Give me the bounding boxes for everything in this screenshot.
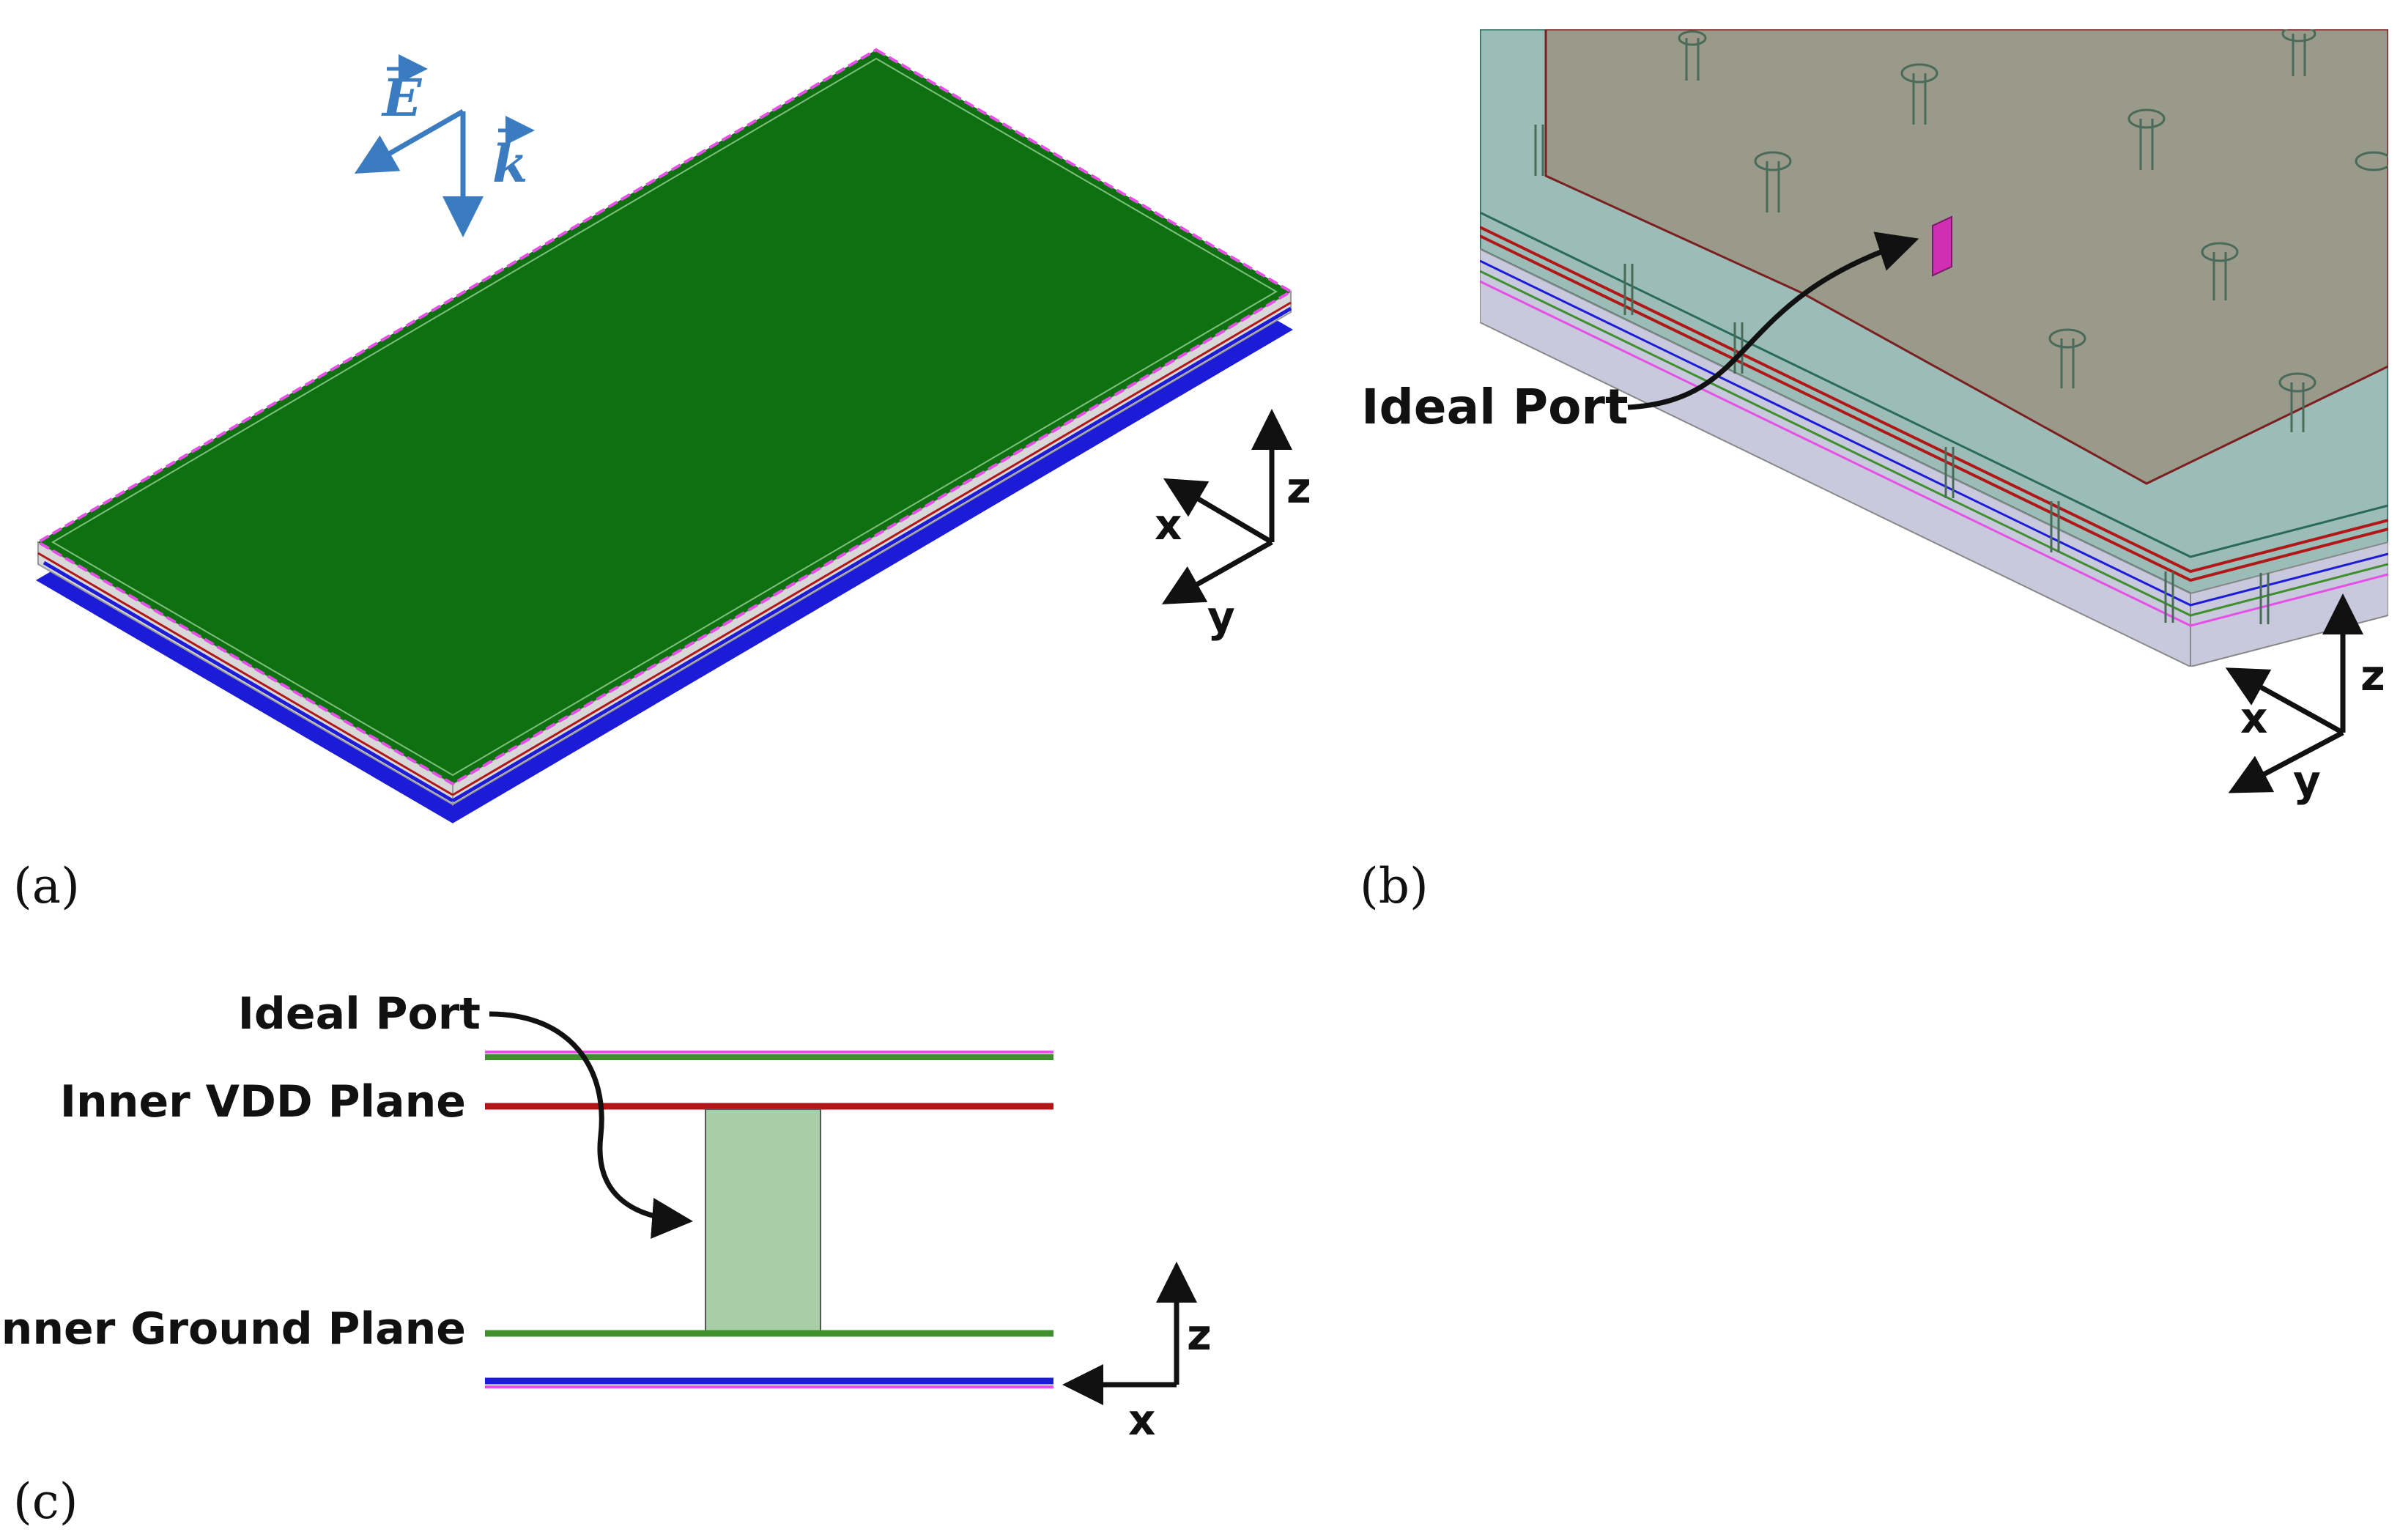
pcb-closeup-3d — [1480, 29, 2388, 667]
axis-z-label: z — [1187, 1310, 1212, 1360]
ideal-port-marker-b — [1932, 215, 1952, 277]
ideal-port-region — [705, 1108, 821, 1333]
port-callout-arrow-c — [489, 1011, 693, 1239]
axis-x-label: x — [1128, 1395, 1155, 1445]
caption-a: (a) — [13, 858, 80, 914]
e-field-label: E — [381, 67, 423, 128]
inner-ground-label: Inner Ground Plane — [0, 1303, 466, 1355]
k-vector-label: k — [492, 133, 528, 194]
axes-triad-a: z x y — [1155, 409, 1311, 642]
axis-y-label: y — [2293, 756, 2321, 806]
caption-b: (b) — [1360, 858, 1429, 914]
axes-pair-c: z x — [1062, 1262, 1212, 1445]
axis-x-label: x — [1155, 500, 1182, 549]
axis-y-label: y — [1207, 592, 1235, 642]
stackup-cross-section — [485, 1051, 1053, 1388]
field-vectors: E k — [354, 54, 535, 237]
port-callout-arrow-b — [1627, 232, 1919, 410]
axis-x-label: x — [2240, 693, 2267, 743]
inner-vdd-label: Inner VDD Plane — [60, 1076, 466, 1128]
ideal-port-label-b: Ideal Port — [1361, 379, 1629, 435]
axis-z-label: z — [1286, 463, 1311, 513]
pcb-board-3d — [35, 48, 1294, 823]
axis-z-label: z — [2360, 651, 2385, 700]
ideal-port-label-c: Ideal Port — [238, 988, 481, 1040]
axes-triad-b: z x y — [2225, 593, 2385, 806]
panel-a: E k z x y (a) — [13, 48, 1311, 914]
panel-b: Ideal Port z x y (b) — [1360, 29, 2388, 914]
caption-c: (c) — [13, 1473, 78, 1530]
panel-c: Ideal Port Inner VDD Plane Inner Ground … — [0, 988, 1212, 1530]
